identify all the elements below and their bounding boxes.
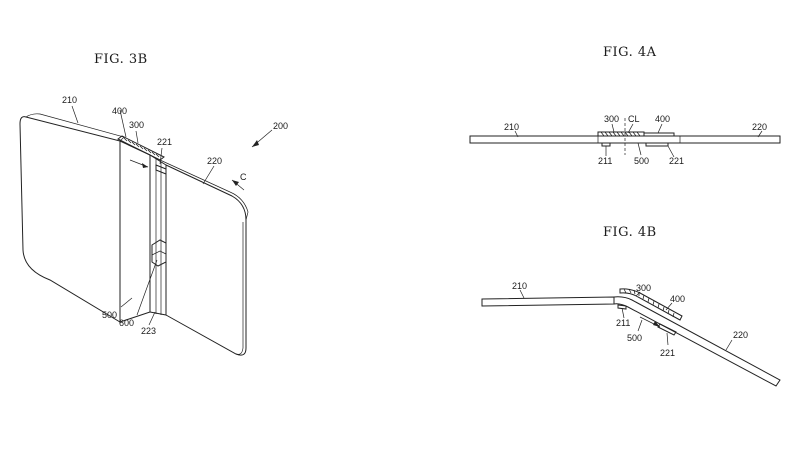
ref-4b-400: 400 xyxy=(670,294,685,304)
fig-3b-right-panel xyxy=(159,159,249,356)
fig-4b-part-211 xyxy=(617,304,627,310)
ref-4a-221: 221 xyxy=(669,156,684,166)
fig-3b-title: FIG. 3B xyxy=(94,52,148,67)
ref-c: C xyxy=(240,172,247,182)
ref-210: 210 xyxy=(62,95,77,105)
ref-4a-400: 400 xyxy=(655,114,670,124)
ref-220: 220 xyxy=(207,156,222,166)
ref-4a-220: 220 xyxy=(752,122,767,132)
fig-3b: FIG. 3B xyxy=(19,52,288,356)
fig-4a-part-211 xyxy=(601,142,611,147)
fig-4b: FIG. 4B xyxy=(481,225,781,387)
fig-3b-hinge xyxy=(117,135,167,323)
ref-300: 300 xyxy=(129,120,144,130)
fig-3b-leaders xyxy=(71,105,273,326)
fig-4a: FIG. 4A xyxy=(469,45,781,166)
ref-4b-220: 220 xyxy=(733,330,748,340)
ref-600: 600 xyxy=(119,318,134,328)
fig-4a-part-400 xyxy=(643,132,675,137)
fig-4a-title: FIG. 4A xyxy=(603,45,657,60)
ref-4a-500: 500 xyxy=(634,156,649,166)
ref-221: 221 xyxy=(157,137,172,147)
ref-400: 400 xyxy=(112,106,127,116)
ref-4b-210: 210 xyxy=(512,281,527,291)
ref-4b-500: 500 xyxy=(627,333,642,343)
ref-200: 200 xyxy=(273,121,288,131)
ref-4b-221: 221 xyxy=(660,348,675,358)
fig-4b-right-panel xyxy=(613,296,781,387)
ref-4a-300: 300 xyxy=(604,114,619,124)
part-600-slider xyxy=(151,239,167,267)
ref-4b-211: 211 xyxy=(616,318,630,328)
ref-4a-210: 210 xyxy=(504,122,519,132)
ref-4a-cl: CL xyxy=(628,114,640,124)
fig-3b-left-panel xyxy=(19,113,125,323)
ref-223: 223 xyxy=(141,326,156,336)
ref-500: 500 xyxy=(102,310,117,320)
ref-4a-211: 211 xyxy=(598,156,612,166)
fig-4a-part-221 xyxy=(645,142,669,147)
ref-4b-300: 300 xyxy=(636,283,651,293)
fig-4b-left-panel xyxy=(481,296,615,307)
part-221 xyxy=(155,164,167,175)
fig-4b-title: FIG. 4B xyxy=(603,225,657,240)
fig-4b-hinge-cover xyxy=(619,288,683,321)
